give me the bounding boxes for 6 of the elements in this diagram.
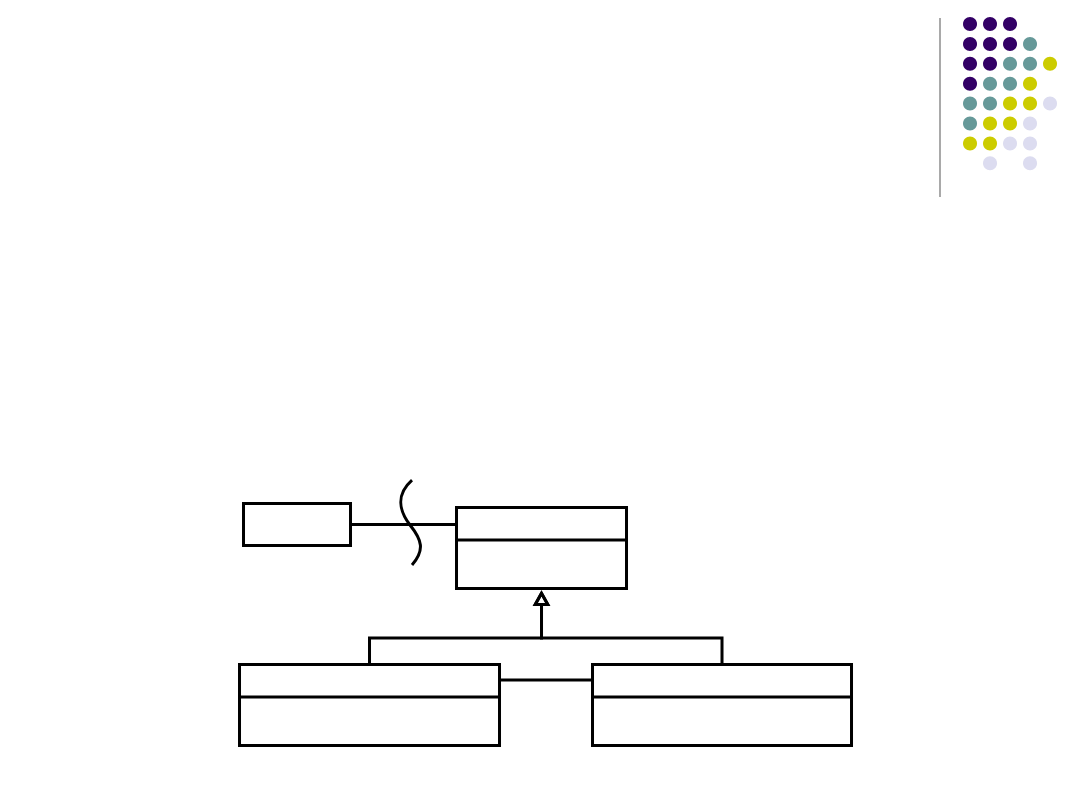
class-box (238, 663, 501, 747)
box (242, 502, 352, 547)
class-box (455, 506, 628, 590)
connector-line (501, 678, 591, 682)
connector-line (352, 523, 455, 526)
class-box (591, 663, 853, 747)
